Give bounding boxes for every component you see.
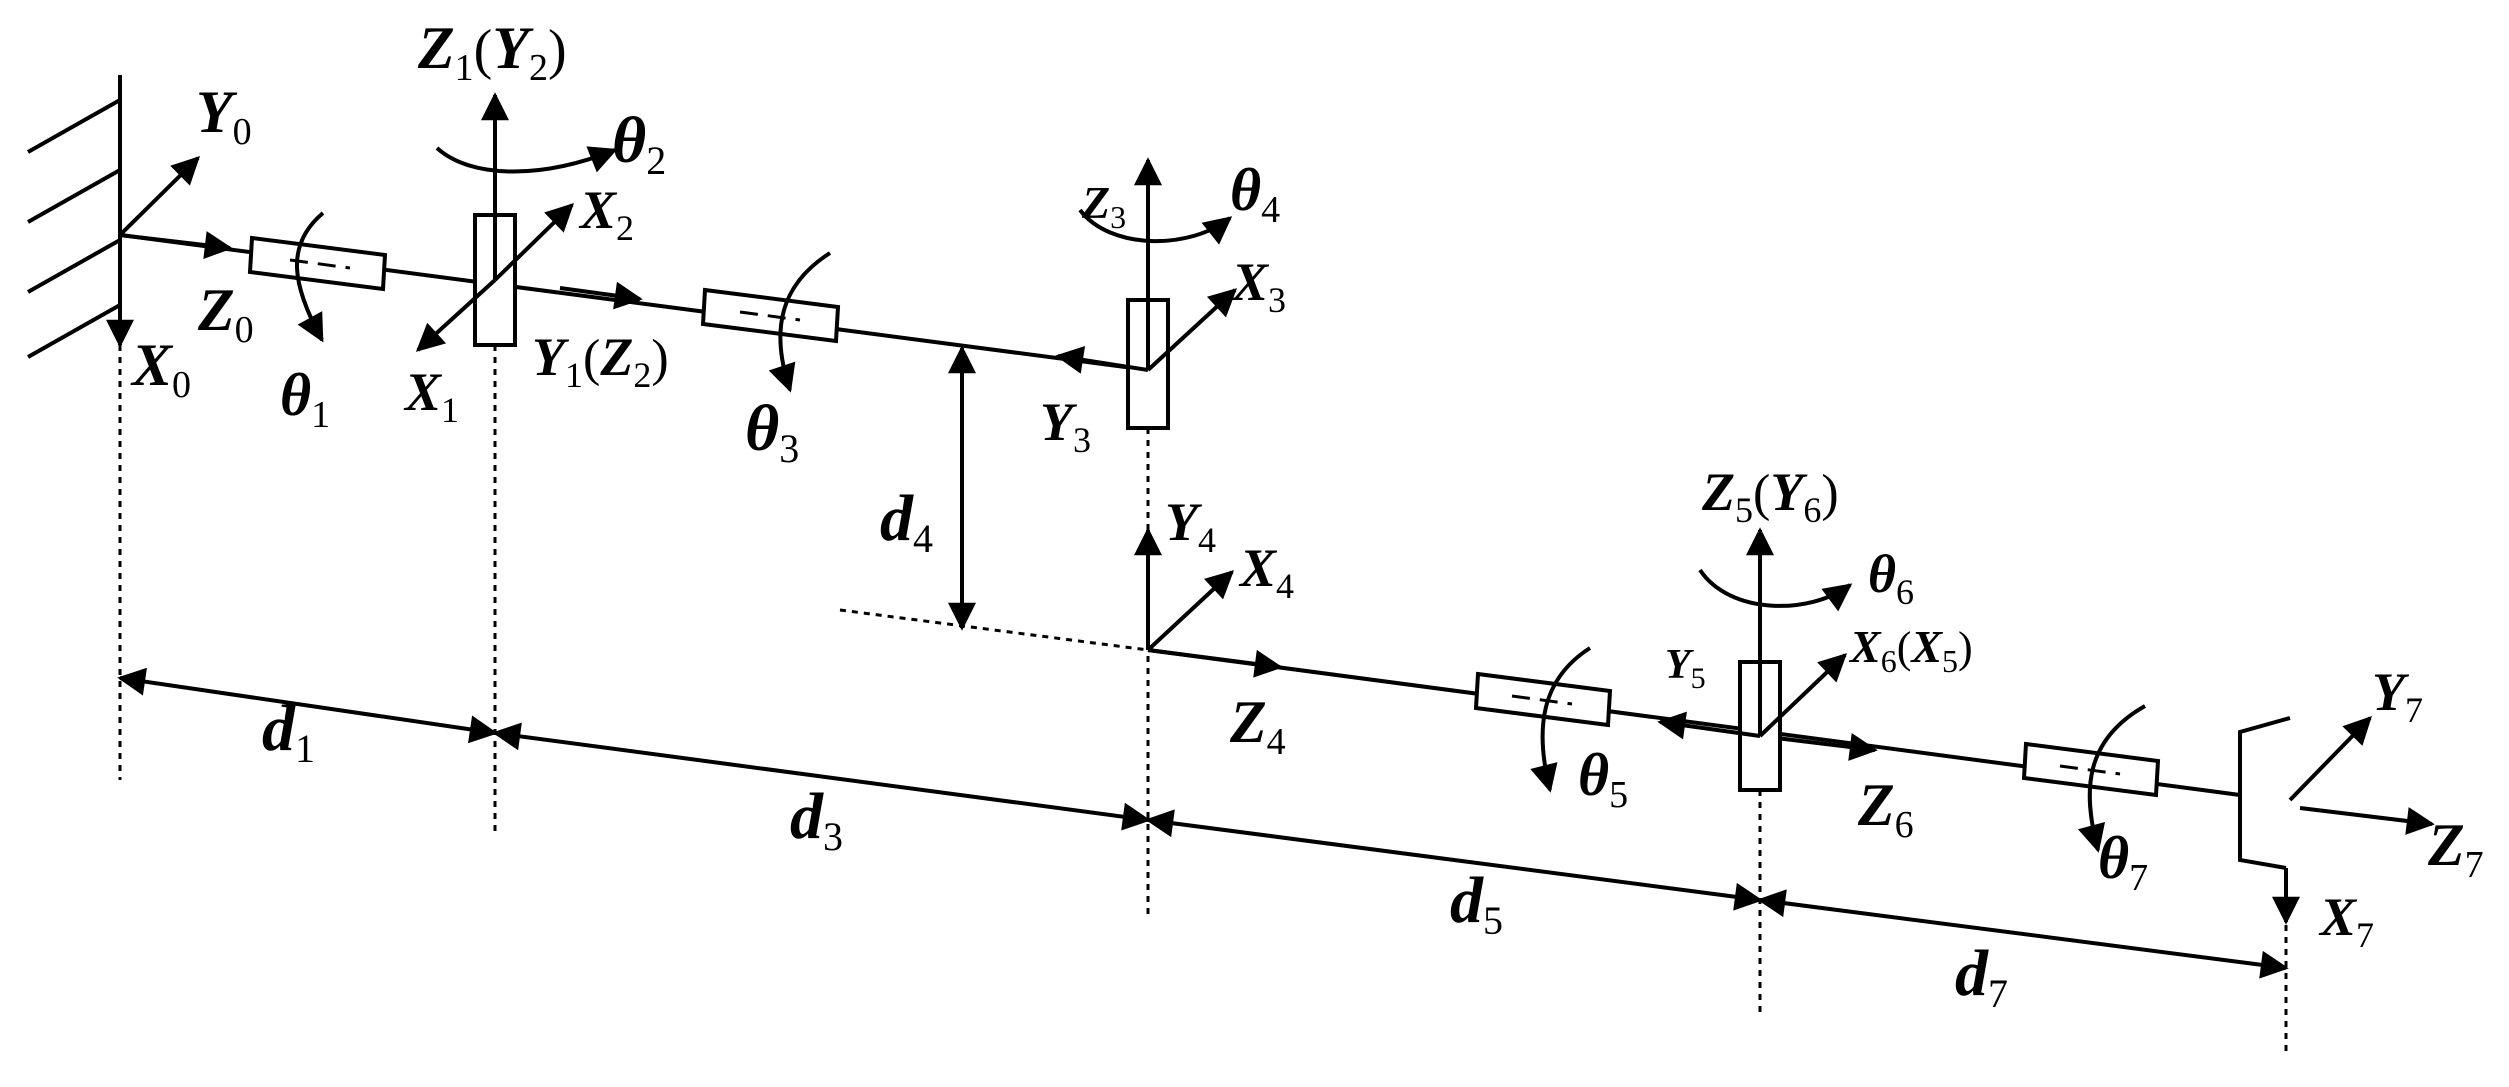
theta6-arc	[1698, 568, 1853, 612]
y5-arrow	[1657, 711, 1761, 740]
label-x3: X3	[1230, 252, 1286, 320]
theta3-arc	[768, 251, 832, 393]
x2-arrow	[493, 203, 575, 282]
theta5-arc	[1530, 646, 1592, 793]
label-d3: d3	[790, 780, 843, 859]
label-z6: Z6	[1857, 772, 1914, 846]
end-effector	[2238, 716, 2291, 870]
x4-arrow	[1146, 570, 1235, 652]
y0-arrow	[118, 156, 200, 237]
label-theta5: θ5	[1578, 742, 1628, 816]
d1-dimension	[117, 667, 498, 744]
joint-1-box	[247, 235, 388, 292]
label-x6-x5: X6(X5)	[1848, 621, 1973, 679]
label-theta2: θ2	[612, 104, 666, 183]
label-theta3: θ3	[745, 392, 799, 471]
theta2-arc	[435, 146, 618, 174]
y7-arrow	[2288, 715, 2372, 802]
x1-arrow	[415, 278, 497, 352]
joint-3-box	[700, 287, 841, 344]
label-x7: X7	[2318, 887, 2374, 955]
x6-arrow	[1758, 653, 1848, 738]
label-z1-y2: Z1(Y2)	[417, 15, 567, 89]
label-z7: Z7	[2427, 812, 2484, 886]
theta7-arc	[2077, 704, 2146, 853]
label-theta7: θ7	[2098, 825, 2148, 899]
label-theta4: θ4	[1230, 157, 1280, 231]
label-x0: X0	[130, 332, 191, 406]
y3-arrow	[1055, 346, 1149, 374]
label-y3: Y3	[1040, 392, 1091, 460]
x3-arrow	[1146, 288, 1238, 372]
z4-arrow	[1147, 648, 1283, 678]
ref-line-d4	[839, 608, 1149, 652]
d3-dimension	[492, 722, 1151, 831]
z7-arrow	[2299, 806, 2435, 835]
label-theta1: θ1	[280, 362, 330, 436]
label-d5: d5	[1450, 864, 1503, 943]
joint-5-box	[1473, 671, 1613, 728]
label-d1: d1	[262, 692, 315, 771]
label-z4: Z4	[1229, 689, 1286, 763]
label-y7: Y7	[2372, 662, 2423, 730]
label-z5-y6: Z5(Y6)	[1701, 462, 1839, 530]
label-d4: d4	[880, 482, 933, 561]
label-y1-z2: Y1(Z2)	[532, 327, 669, 395]
label-theta6: θ6	[1868, 544, 1914, 612]
base-wall	[27, 75, 122, 359]
label-z0: Z0	[197, 277, 254, 351]
label-x1: X1	[403, 362, 459, 430]
d7-dimension	[1757, 889, 2289, 979]
theta1-arc	[294, 211, 325, 343]
label-x2: X2	[578, 180, 634, 248]
d5-dimension	[1145, 809, 1763, 911]
label-d7: d7	[1955, 937, 2008, 1016]
label-z3: Z3	[1081, 177, 1126, 235]
y1z2-arrow	[559, 281, 643, 310]
z0-arrow	[119, 231, 233, 259]
label-y0: Y0	[196, 79, 252, 153]
label-x4: X4	[1238, 538, 1294, 606]
label-y5: Y5	[1665, 642, 1706, 695]
label-y4: Y4	[1165, 492, 1216, 560]
theta4-arc	[1078, 208, 1233, 245]
